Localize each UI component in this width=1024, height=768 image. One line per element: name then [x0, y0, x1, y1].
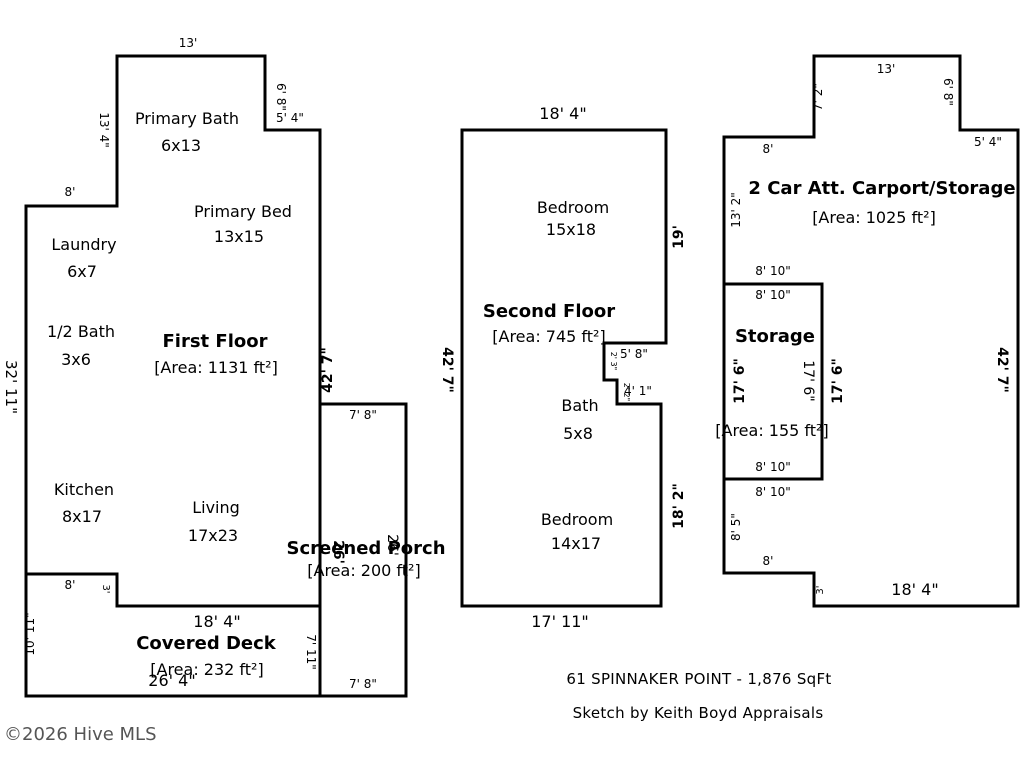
- ff-dim-left: 32' 11": [2, 360, 20, 414]
- second-floor-area: [Area: 745 ft²]: [492, 327, 605, 346]
- porch-dim-right: 26': [384, 534, 400, 556]
- sf-dim-notch-v2: 2' 2": [622, 383, 631, 402]
- covered-deck-area: [Area: 232 ft²]: [150, 660, 263, 679]
- cp-dim-bottom-step: 8': [763, 554, 774, 568]
- screened-porch-title: Screened Porch: [286, 538, 445, 559]
- cp-dim-top: 13': [877, 62, 896, 76]
- room-size: 3x6: [61, 350, 91, 369]
- room-size: 5x8: [563, 424, 593, 443]
- screened-porch-plan: 7' 8" 26' 26' 7' 8" Screened Porch [Area…: [286, 402, 446, 698]
- porch-dim-top: 7' 8": [349, 408, 377, 422]
- first-floor-area: [Area: 1131 ft²]: [154, 358, 278, 377]
- ff-dim-notch-h: 5' 4": [276, 111, 304, 125]
- ff-dim-right: 42' 7": [320, 347, 336, 393]
- deck-dim-notch: 3': [100, 584, 111, 593]
- cp-dim-top-left-v: 7' 2": [811, 83, 825, 111]
- address-caption: 61 SPINNAKER POINT - 1,876 SqFt: [566, 670, 831, 688]
- sf-dim-right-lower: 18' 2": [671, 483, 687, 529]
- room-size: 17x23: [188, 526, 238, 545]
- cp-dim-left-upper: 13' 2": [729, 192, 743, 228]
- carport-outline: [722, 54, 1020, 608]
- storage-area: [Area: 155 ft²]: [715, 421, 828, 440]
- room-name: Primary Bed: [194, 202, 292, 221]
- room-name: Bedroom: [541, 510, 613, 529]
- sf-dim-bottom: 17' 11": [531, 612, 589, 631]
- cp-dim-top-right-v: 6' 8": [941, 78, 955, 106]
- room-name: Primary Bath: [135, 109, 239, 128]
- cp-dim-notch: 3': [815, 585, 826, 594]
- room-size: 15x18: [546, 220, 596, 239]
- st-dim-top: 8' 10": [755, 288, 791, 302]
- room-name: Laundry: [51, 235, 116, 254]
- sketch-credit: Sketch by Keith Boyd Appraisals: [573, 704, 824, 722]
- second-floor-title: Second Floor: [483, 301, 615, 322]
- room-size: 13x15: [214, 227, 264, 246]
- deck-dim-right: 7' 11": [304, 634, 318, 670]
- room-name: Bath: [561, 396, 598, 415]
- porch-dim-left: 26': [330, 540, 346, 564]
- sf-dim-notch-v1: 2' 3": [609, 352, 618, 371]
- cp-dim-right: 42' 7": [994, 347, 1010, 393]
- sf-dim-notch-h2: 4' 1": [624, 384, 652, 398]
- covered-deck-outline: [24, 572, 322, 698]
- sf-dim-top: 18' 4": [539, 104, 586, 123]
- cp-dim-left-lower: 8' 5": [729, 513, 743, 541]
- deck-dim-bottom: 26' 4": [148, 671, 195, 690]
- cp-dim-storage-top: 8' 10": [755, 264, 791, 278]
- sf-dim-right-upper: 19': [671, 225, 687, 249]
- first-floor-title: First Floor: [162, 331, 267, 352]
- first-floor-plan: 13' 6' 8" 5' 4" 13' 4" 8' 32' 11" 42' 7"…: [2, 36, 336, 608]
- covered-deck-plan: 8' 3' 18' 4" 10' 11" 7' 11" 26' 4" Cover…: [23, 572, 322, 698]
- ff-dim-notch-v: 6' 8": [274, 83, 288, 111]
- carport-plan: 13' 7' 2" 6' 8" 8' 5' 4" 13' 2" 8' 10" 8…: [722, 54, 1020, 608]
- sf-dim-left: 42' 7": [439, 347, 455, 393]
- cp-dim-storage-bottom: 8' 10": [755, 485, 791, 499]
- storage-title: Storage: [735, 326, 815, 347]
- ff-dim-left-upper: 13' 4": [97, 112, 111, 148]
- room-size: 8x17: [62, 507, 102, 526]
- ff-dim-top: 13': [179, 36, 198, 50]
- second-floor-plan: 18' 4" 19' 5' 8" 2' 3" 2' 2" 4' 1" 18' 2…: [439, 104, 687, 631]
- screened-porch-area: [Area: 200 ft²]: [307, 561, 420, 580]
- st-dim-left: 17' 6": [732, 358, 748, 404]
- room-name: Living: [192, 498, 240, 517]
- covered-deck-title: Covered Deck: [136, 633, 277, 654]
- room-name: 1/2 Bath: [47, 322, 115, 341]
- ff-dim-step: 8': [65, 185, 76, 199]
- room-size: 14x17: [551, 534, 601, 553]
- sf-dim-notch-h1: 5' 8": [620, 347, 648, 361]
- st-dim-right-outer: 17' 6": [830, 358, 846, 404]
- room-size: 6x13: [161, 136, 201, 155]
- deck-dim-top: 18' 4": [193, 612, 240, 631]
- st-dim-right: 17' 6": [800, 360, 816, 401]
- storage-outline: [722, 282, 824, 481]
- storage-plan: 8' 10" 8' 10" 17' 6" 17' 6" 17' 6" Stora…: [715, 282, 846, 481]
- room-name: Bedroom: [537, 198, 609, 217]
- st-dim-bottom: 8' 10": [755, 460, 791, 474]
- deck-dim-top-left: 8': [65, 578, 76, 592]
- deck-dim-left: 10' 11": [23, 612, 37, 655]
- cp-dim-bottom: 18' 4": [891, 580, 938, 599]
- carport-title: 2 Car Att. Carport/Storage: [748, 178, 1015, 199]
- second-floor-outline: [460, 128, 668, 608]
- screened-porch-outline: [318, 402, 408, 698]
- room-name: Kitchen: [54, 480, 114, 499]
- room-size: 6x7: [67, 262, 97, 281]
- cp-dim-left-step: 8': [763, 142, 774, 156]
- copyright-watermark: ©2026 Hive MLS: [4, 724, 157, 745]
- porch-dim-bottom: 7' 8": [349, 677, 377, 691]
- cp-dim-right-step: 5' 4": [974, 135, 1002, 149]
- carport-area: [Area: 1025 ft²]: [812, 208, 936, 227]
